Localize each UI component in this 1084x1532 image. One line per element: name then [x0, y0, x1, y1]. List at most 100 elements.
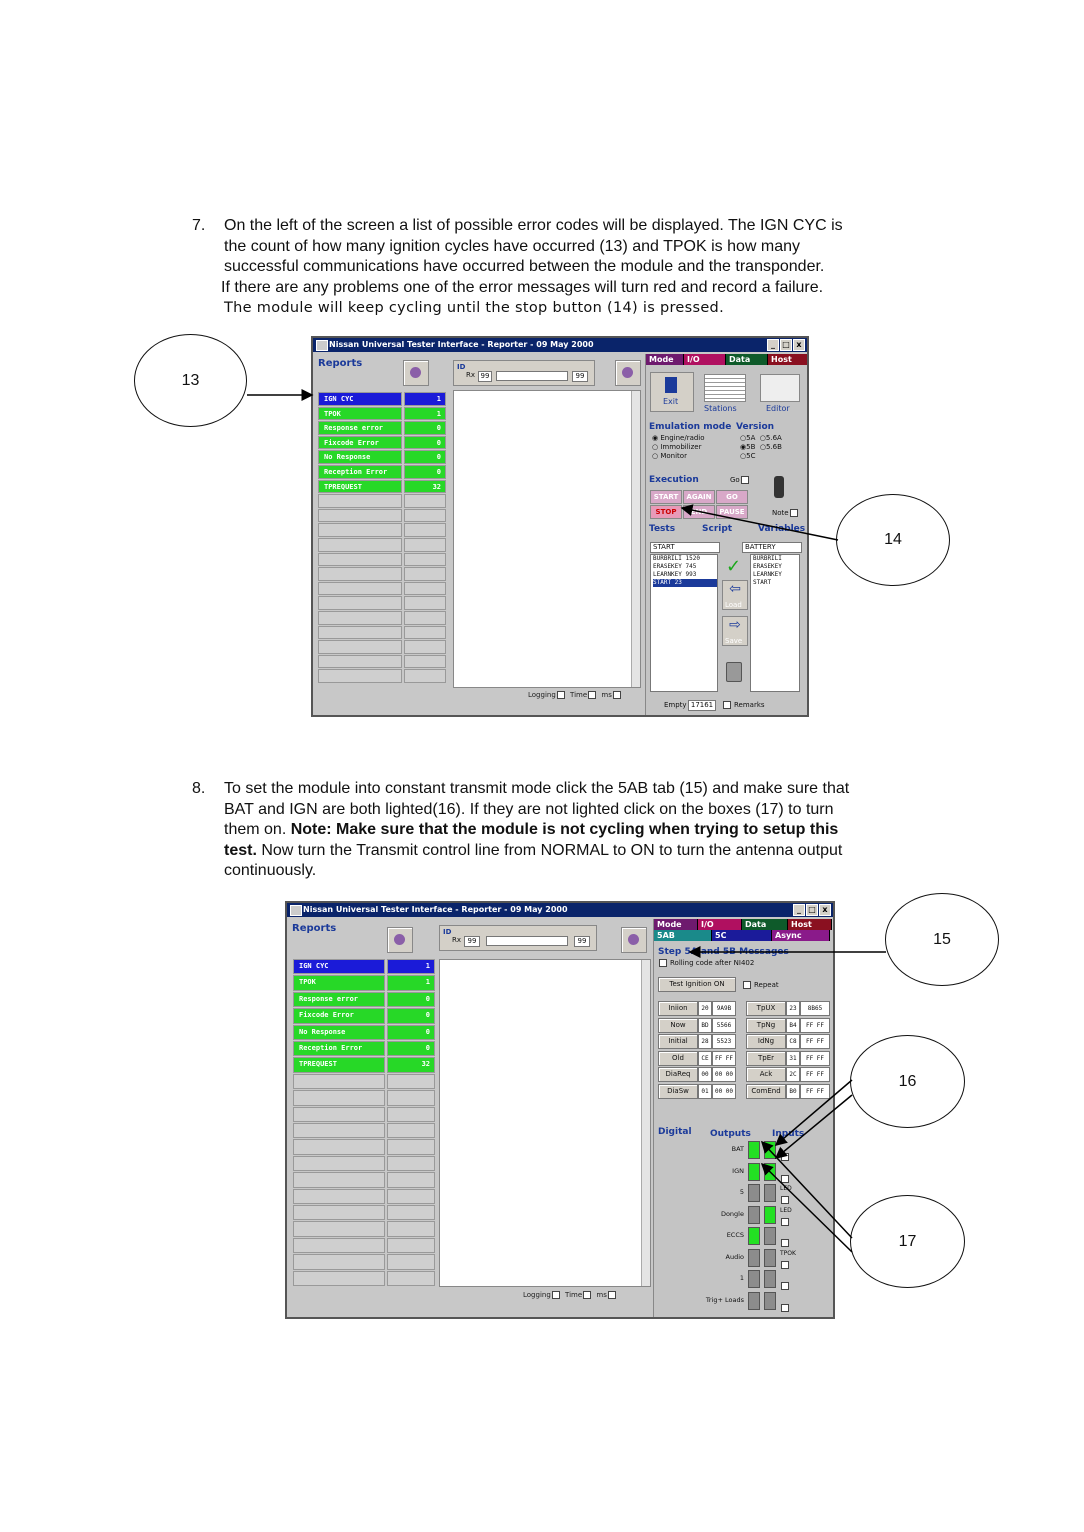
tab-async[interactable]: Async [772, 930, 830, 941]
tab-host[interactable]: Host [768, 354, 807, 365]
emu-option[interactable]: ○ Monitor [652, 452, 687, 460]
close-button[interactable]: x [793, 339, 805, 351]
tab-mode[interactable]: Mode [654, 919, 698, 930]
grid-label-button[interactable]: Iniion [658, 1001, 698, 1016]
output-led[interactable] [748, 1248, 760, 1267]
grid-label-button[interactable]: Ack [746, 1067, 786, 1082]
tab-host[interactable]: Host [788, 919, 832, 930]
input-led[interactable] [764, 1141, 776, 1159]
list-item[interactable]: ERASEKEY 745 [653, 563, 697, 570]
time-checkbox[interactable] [583, 1291, 592, 1299]
output-led[interactable] [748, 1270, 760, 1288]
test-ignition-button[interactable]: Test Ignition ON [658, 977, 736, 992]
wand-tool-icon[interactable] [615, 360, 641, 386]
restore-button[interactable]: □ [806, 904, 818, 916]
output-led[interactable] [748, 1205, 760, 1224]
list-item[interactable]: LEARNKEY 993 [653, 571, 697, 578]
remarks-checkbox[interactable] [723, 701, 731, 709]
scrollbar[interactable] [641, 960, 650, 1286]
input-checkbox[interactable] [781, 1174, 789, 1183]
input-checkbox[interactable] [781, 1303, 789, 1312]
grid-label-button[interactable]: Old [658, 1050, 698, 1066]
minimize-button[interactable]: _ [767, 339, 779, 351]
input-led[interactable] [764, 1291, 776, 1310]
grid-label-button[interactable]: TpUX [746, 1001, 786, 1016]
save-button[interactable]: ⇨ [722, 616, 748, 646]
input-checkbox[interactable] [781, 1282, 789, 1290]
input-led[interactable] [764, 1162, 776, 1181]
output-led[interactable] [748, 1162, 760, 1181]
pause-button[interactable]: PAUSE [716, 505, 748, 519]
tab-script[interactable]: Script [702, 524, 733, 534]
list-item[interactable]: ERASEKEY [753, 563, 782, 570]
list-item[interactable]: START [753, 579, 772, 586]
scrollbar[interactable] [631, 391, 640, 687]
emu-option[interactable]: ○ Immobilizer [652, 443, 702, 451]
go-checkbox[interactable] [740, 476, 749, 484]
input-checkbox[interactable] [781, 1217, 789, 1226]
restore-button[interactable]: □ [780, 339, 792, 351]
grid-label-button[interactable]: DiaReq [658, 1067, 698, 1082]
input-checkbox[interactable] [781, 1153, 789, 1161]
tab-mode[interactable]: Mode [646, 354, 684, 365]
tab-io[interactable]: I/O [684, 354, 726, 365]
grid-label-button[interactable]: Initial [658, 1034, 698, 1049]
list-item[interactable]: BURBRILI 1520 [653, 555, 700, 562]
tab-data[interactable]: Data [742, 919, 788, 930]
wand-tool-icon[interactable] [403, 360, 429, 386]
grid-label-button[interactable]: IdNg [746, 1034, 786, 1049]
list-item[interactable]: BURBRILI [753, 555, 782, 562]
emu-option[interactable]: ◉ Engine/radio [652, 434, 705, 442]
tab-variables[interactable]: Variables [758, 524, 806, 534]
logging-checkbox[interactable] [551, 1291, 560, 1299]
trash-icon[interactable] [726, 662, 742, 682]
list-item[interactable]: START 23 [653, 579, 717, 587]
rolling-code-checkbox[interactable] [659, 959, 667, 967]
go-button[interactable]: GO [716, 490, 748, 504]
repeat-checkbox[interactable] [743, 981, 751, 989]
input-led[interactable] [764, 1184, 776, 1202]
grid-label-button[interactable]: DiaSw [658, 1083, 698, 1099]
tab-5c[interactable]: 5C [712, 930, 772, 941]
wand-tool-icon[interactable] [621, 927, 647, 953]
id-slider[interactable] [486, 936, 568, 946]
end-button[interactable]: END [683, 505, 715, 519]
ms-checkbox[interactable] [612, 691, 621, 699]
input-checkbox[interactable] [781, 1260, 789, 1269]
id-slider[interactable] [496, 371, 568, 381]
output-led[interactable] [748, 1227, 760, 1245]
tab-data[interactable]: Data [726, 354, 768, 365]
tab-io[interactable]: I/O [698, 919, 742, 930]
grid-label-button[interactable]: Now [658, 1017, 698, 1033]
id-value[interactable]: 99 [572, 371, 588, 382]
input-checkbox[interactable] [781, 1239, 789, 1247]
editor-icon[interactable] [760, 374, 800, 402]
id-value[interactable]: 99 [574, 936, 590, 947]
again-button[interactable]: AGAIN [683, 490, 715, 504]
note-checkbox[interactable] [789, 509, 798, 517]
minimize-button[interactable]: _ [793, 904, 805, 916]
input-checkbox[interactable] [781, 1196, 789, 1204]
list-item[interactable]: LEARNKEY [753, 571, 782, 578]
load-button[interactable]: ⇦ [722, 580, 748, 610]
battery-select[interactable]: BATTERY [742, 542, 802, 553]
grid-label-button[interactable]: TpNg [746, 1017, 786, 1033]
time-checkbox[interactable] [588, 691, 597, 699]
output-led[interactable] [748, 1141, 760, 1159]
stations-icon[interactable] [704, 374, 746, 402]
wand-tool-icon[interactable] [387, 927, 413, 953]
start-button[interactable]: START [650, 490, 682, 504]
close-button[interactable]: x [819, 904, 831, 916]
input-led[interactable] [764, 1248, 776, 1267]
logging-checkbox[interactable] [556, 691, 565, 699]
tab-5ab[interactable]: 5AB [654, 930, 712, 941]
rx-value[interactable]: 99 [478, 371, 492, 382]
script-name-field[interactable]: START [650, 542, 720, 553]
ms-checkbox[interactable] [607, 1291, 616, 1299]
input-led[interactable] [764, 1270, 776, 1288]
output-led[interactable] [748, 1291, 760, 1310]
stop-button[interactable]: STOP [650, 505, 682, 519]
tab-tests[interactable]: Tests [649, 524, 676, 534]
input-led[interactable] [764, 1227, 776, 1245]
exit-button[interactable]: Exit [650, 372, 694, 412]
